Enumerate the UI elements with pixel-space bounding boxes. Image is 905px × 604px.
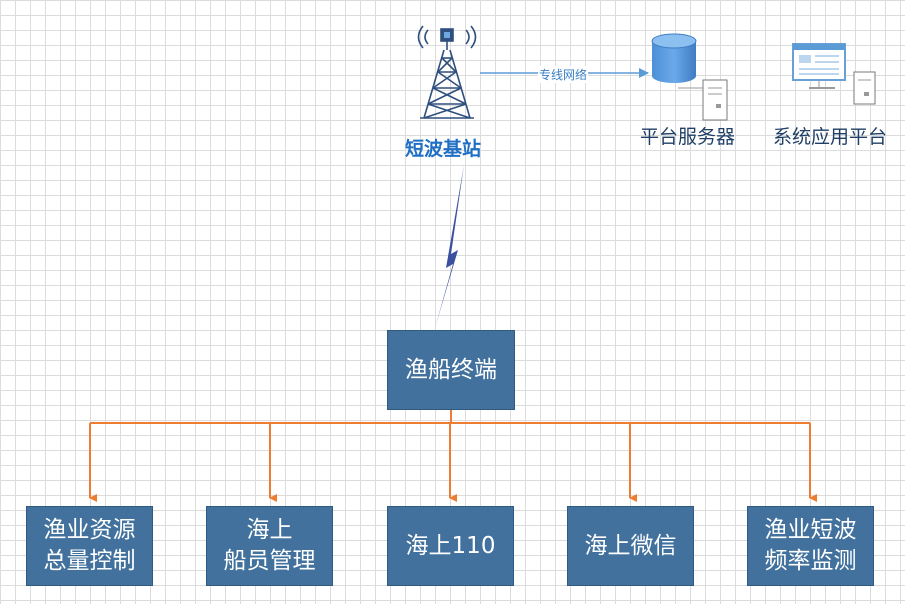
monitor-pc-icon — [792, 43, 876, 105]
radio-tower-icon — [417, 25, 477, 119]
platform-label: 系统应用平台 — [773, 126, 888, 148]
module-label: 海上微信 — [584, 532, 677, 559]
module-sea-110: 海上110 — [387, 506, 514, 586]
server-label: 平台服务器 — [640, 126, 736, 148]
module-label: 渔业短波 频率监测 — [764, 517, 857, 574]
module-label: 渔业资源 总量控制 — [43, 517, 136, 574]
module-frequency-monitor: 渔业短波 频率监测 — [747, 506, 874, 586]
module-label: 海上110 — [405, 532, 496, 559]
wireless-link-icon — [435, 165, 464, 328]
fishing-boat-terminal-box: 渔船终端 — [387, 330, 515, 410]
module-resource-control: 渔业资源 总量控制 — [26, 506, 153, 586]
database-server-icon — [651, 33, 728, 121]
dedicated-line-label: 专线网络 — [538, 66, 589, 83]
module-connectors — [89, 410, 817, 502]
module-label: 海上 船员管理 — [223, 517, 316, 574]
module-crew-management: 海上 船员管理 — [206, 506, 333, 586]
station-label: 短波基站 — [405, 138, 482, 160]
module-sea-wechat: 海上微信 — [567, 506, 694, 586]
terminal-label: 渔船终端 — [405, 356, 497, 383]
